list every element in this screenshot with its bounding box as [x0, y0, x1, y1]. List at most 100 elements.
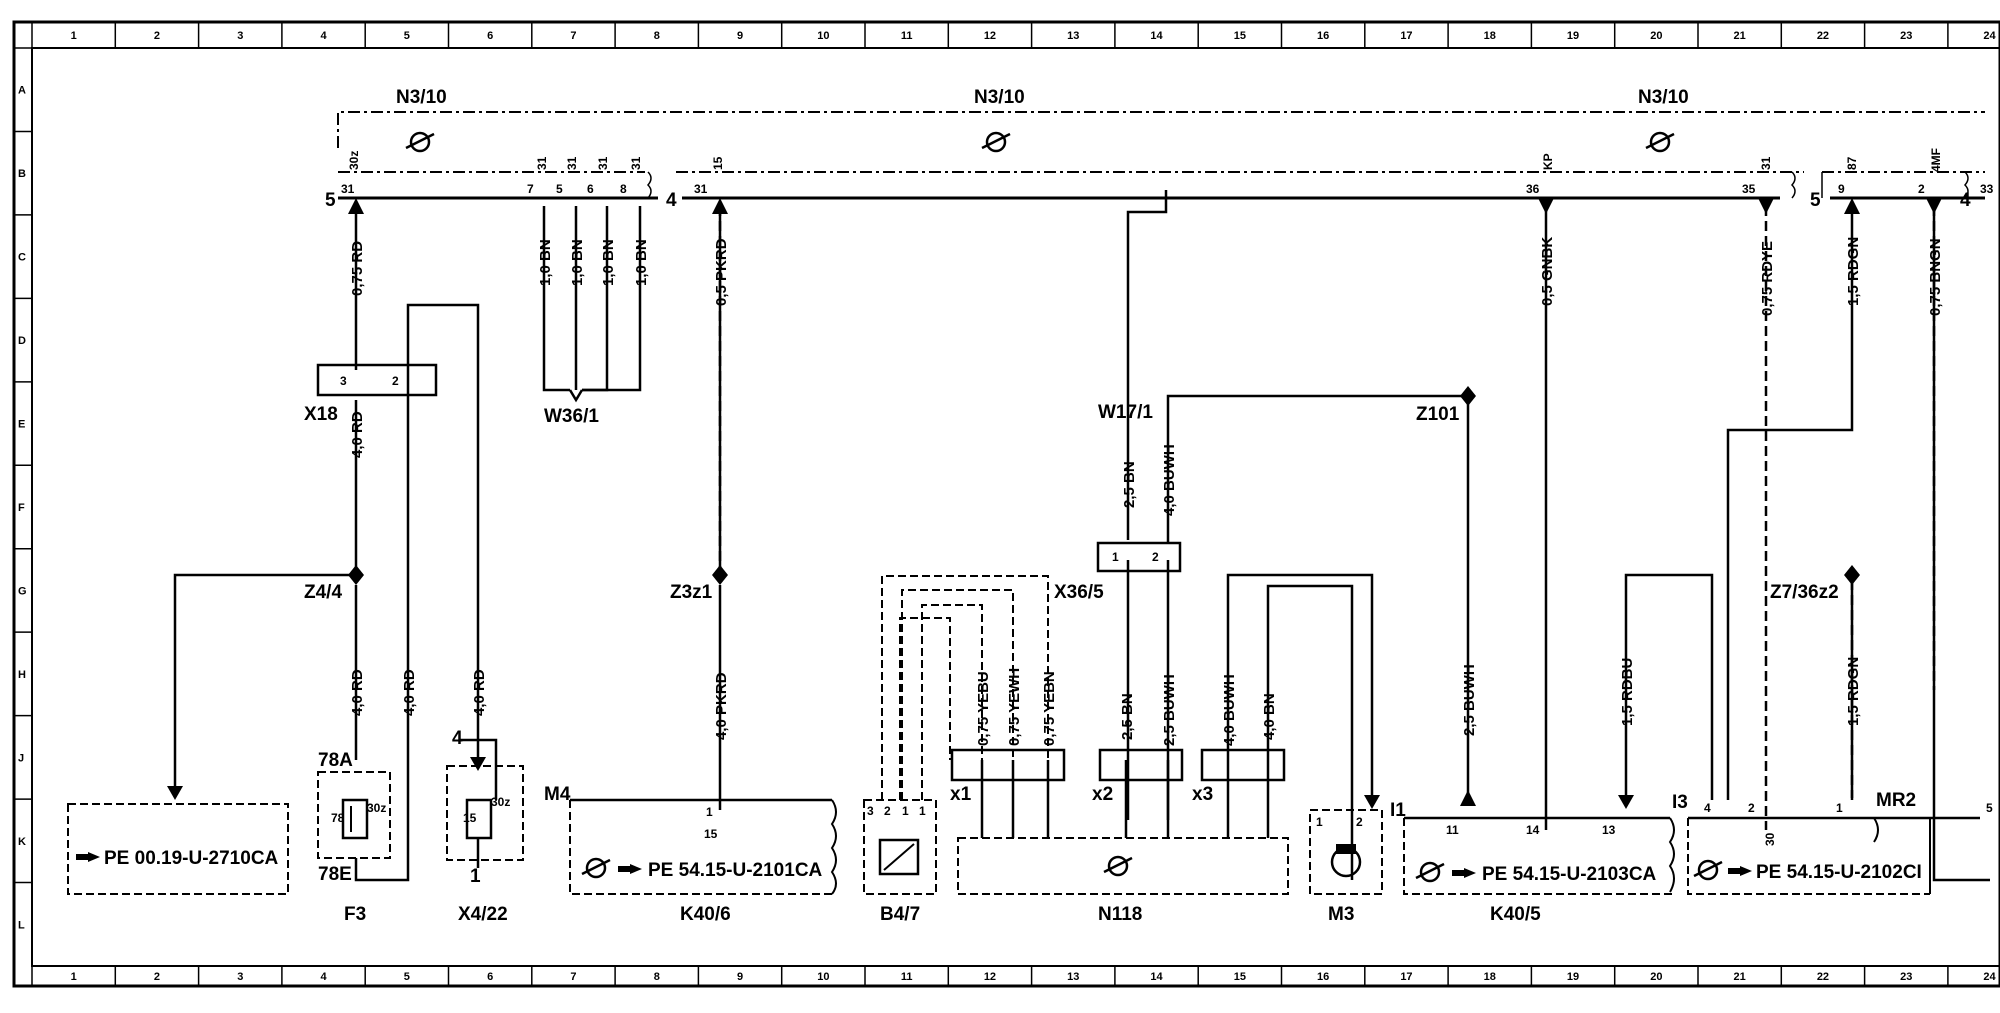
grid-row-label: H: [18, 669, 26, 681]
i3-label: I3: [1672, 792, 1688, 813]
splice-nodes: [348, 386, 1860, 585]
b4-7-sensor[interactable]: 3 2 1 1: [863, 799, 937, 895]
n118-label: N118: [1098, 904, 1142, 925]
x18-pin-2: 2: [392, 374, 399, 388]
n3-10-label-mid: N3/10: [974, 87, 1025, 108]
wire-arrows: [167, 198, 1942, 809]
grid-column-label: 12: [984, 30, 996, 42]
wire-label: 1,0 BN: [537, 239, 554, 286]
plug-number: 4: [666, 190, 677, 211]
grid-row-label: D: [18, 335, 26, 347]
grid-row-label: L: [18, 919, 25, 931]
k40-2-pin-4: 4: [1704, 801, 1711, 815]
k40-6-pin-15: 15: [704, 827, 718, 841]
grid-row-label: J: [18, 752, 24, 764]
wire-label: 4,0 RD: [471, 669, 488, 716]
terminal-31: 31: [629, 156, 643, 170]
x4-22-pin-4: 4: [452, 728, 463, 749]
m4-label: M4: [544, 784, 571, 805]
wire-label: 0,5 PKRD: [713, 238, 730, 306]
terminal-30z: 30z: [347, 151, 361, 170]
wire-label: 4,0 BN: [1261, 693, 1278, 740]
grid-column-label: 21: [1734, 30, 1746, 42]
wire-label: 4,0 BUWH: [1161, 444, 1178, 516]
b4-7-label: B4/7: [880, 904, 920, 925]
k40-6-label: K40/6: [680, 904, 731, 925]
grid-column-label: 8: [654, 971, 660, 983]
grid-column-label: 3: [237, 30, 243, 42]
grid-column-label: 3: [237, 971, 243, 983]
pe-0019-ref: PE 00.19-U-2710CA: [104, 848, 279, 869]
grid-column-label: 1: [71, 971, 77, 983]
k40-5-pin-14: 14: [1526, 823, 1540, 837]
k40-6-module[interactable]: M4 1 15 PE 54.15-U-2101CA: [544, 784, 837, 895]
grid-column-label: 23: [1900, 971, 1912, 983]
x3-label: x3: [1192, 784, 1213, 805]
x36-5-label: X36/5: [1054, 582, 1104, 603]
z101-label: Z101: [1416, 404, 1460, 425]
grid-row-label: E: [18, 419, 25, 431]
b4-7-pin-3: 3: [867, 804, 874, 818]
n3-10-label-left: N3/10: [396, 87, 447, 108]
module-symbols: [405, 131, 1675, 153]
wire-label: 4,0 RD: [401, 669, 418, 716]
wire-label: 1,0 BN: [569, 239, 586, 286]
wires-solid: [173, 190, 1990, 882]
n118-module[interactable]: [950, 748, 1289, 895]
b4-7-pin-1b: 1: [919, 804, 926, 818]
terminal-31: 31: [1759, 156, 1773, 170]
grid-column-label: 13: [1067, 30, 1079, 42]
terminal-87: 87: [1845, 156, 1859, 170]
f3-fuse: 78 30z: [317, 771, 391, 859]
reference-arrow-icon: [1728, 866, 1752, 876]
grid-column-label: 10: [817, 971, 829, 983]
grid-column-label: 15: [1234, 971, 1246, 983]
wire-label: 4,0 PKRD: [713, 672, 730, 740]
x18-pin-3: 3: [340, 374, 347, 388]
grid-column-label: 7: [570, 971, 576, 983]
grid-row-label: B: [18, 168, 26, 180]
m3-pin-2: 2: [1356, 815, 1363, 829]
wire-label: 0,75 RD: [349, 241, 366, 296]
i1-label: I1: [1390, 800, 1406, 821]
wire-label: 2,5 BUWH: [1161, 674, 1178, 746]
k40-2-pin-1b: 5: [1986, 801, 1993, 815]
grid-column-label: 7: [570, 30, 576, 42]
grid-column-label: 19: [1567, 971, 1579, 983]
drawing-frame: [12, 20, 2000, 988]
grid-column-label: 5: [404, 30, 410, 42]
module-symbol-icon: [1103, 855, 1133, 877]
grid-column-label: 12: [984, 971, 996, 983]
pin-6: 6: [587, 182, 594, 196]
grid-column-label: 4: [320, 971, 327, 983]
connector-pins: 31 7 5 6 8 31 36 35 9 2 33: [341, 182, 1994, 196]
grid-row-label: F: [18, 502, 25, 514]
grid-column-label: 6: [487, 30, 493, 42]
m3-motor[interactable]: 1 2: [1309, 809, 1383, 895]
x36-5-connector: 1 2: [1096, 541, 1182, 573]
grid-column-label: 24: [1983, 30, 1996, 42]
grid-column-label: 19: [1567, 30, 1579, 42]
terminal-labels: 30z 31 31 31 31 15 KP 31 87 4MF: [347, 148, 1943, 172]
wire-label: 0,5 GNBK: [1539, 237, 1556, 306]
w36-1-label: W36/1: [544, 406, 599, 427]
module-symbol-icon: [1693, 859, 1723, 881]
f3-label: F3: [344, 904, 366, 925]
wire-label: 0,75 BNGN: [1927, 238, 1944, 316]
grid-column-label: 14: [1150, 30, 1163, 42]
wire-label: 0,75 YEWH: [1006, 668, 1023, 746]
grid-column-label: 23: [1900, 30, 1912, 42]
connector-brackets: [646, 171, 1969, 199]
k40-5-pin-13: 13: [1602, 823, 1616, 837]
k40-2-module[interactable]: I3 MR2 4 2 30 1 5 PE 54.15-U-2102CI: [1672, 790, 1993, 895]
pe-0019-reference[interactable]: PE 00.19-U-2710CA: [67, 803, 289, 895]
k40-5-module[interactable]: I1 11 14 13 PE 54.15-U-2103CA: [1390, 800, 1675, 895]
x4-22-connector: 15 30z: [446, 738, 524, 868]
pin-7: 7: [527, 182, 534, 196]
x4-22-label: X4/22: [458, 904, 508, 925]
pin-31b: 31: [694, 182, 708, 196]
grid-column-label: 2: [154, 971, 160, 983]
terminal-31: 31: [565, 156, 579, 170]
